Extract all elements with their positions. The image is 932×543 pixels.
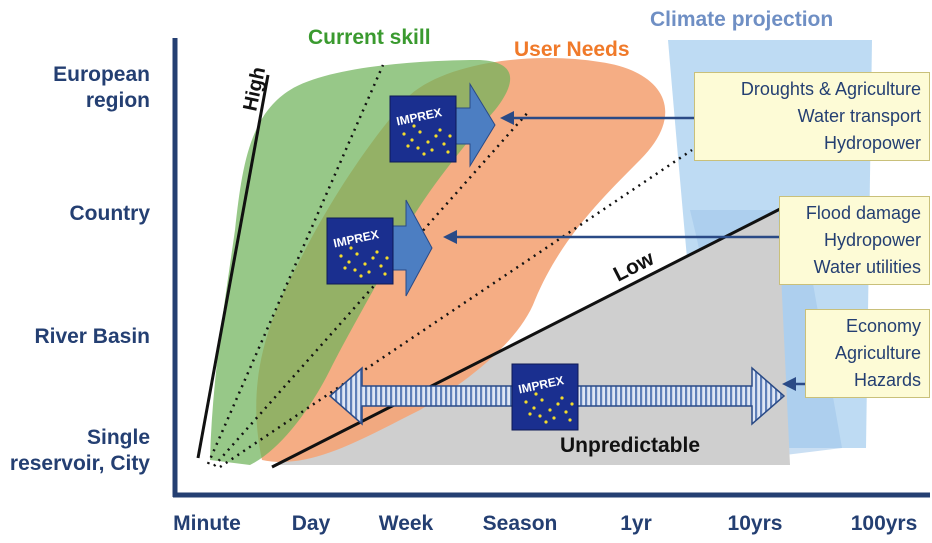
y-label-river-basin: River Basin — [34, 325, 150, 348]
climate-projection-heading: Climate projection — [650, 8, 834, 31]
imprex-logo: IMPREX — [326, 217, 394, 285]
y-label-european-region: European region — [53, 63, 150, 112]
y-label-country: Country — [69, 202, 151, 225]
user-needs-region — [256, 58, 666, 462]
x-label-season: Season — [482, 512, 558, 535]
x-label-1yr: 1yr — [620, 512, 652, 535]
box-pointer-arrows — [443, 111, 806, 391]
sector-box-line: Hydropower — [823, 133, 921, 153]
dotted-line-steep — [206, 64, 385, 465]
sector-box-droughts: Droughts & Agriculture Water transport H… — [694, 72, 930, 161]
x-label-minute: Minute — [173, 512, 241, 535]
high-label: High — [239, 65, 270, 113]
y-label-single-reservoir: Single reservoir, City — [9, 426, 150, 475]
sector-box-line: Economy — [845, 316, 921, 336]
sector-box-economy: Economy Agriculture Hazards — [805, 309, 930, 398]
high-line — [196, 74, 270, 459]
x-label-week: Week — [378, 512, 434, 535]
sector-box-line: Flood damage — [805, 203, 921, 223]
dotted-line-middle — [213, 109, 531, 467]
sector-box-line: Hazards — [853, 370, 921, 390]
imprex-logo: IMPREX — [389, 95, 457, 163]
sector-box-line: Water utilities — [813, 257, 921, 277]
low-line — [271, 206, 783, 469]
sector-box-flood: Flood damage Hydropower Water utilities — [779, 196, 930, 285]
sector-box-line: Hydropower — [823, 230, 921, 250]
sector-box-line: Droughts & Agriculture — [740, 79, 921, 99]
imprex-logos: IMPREX IMPREX IMPREX — [326, 95, 579, 431]
sector-box-line: Agriculture — [834, 343, 921, 363]
sector-box-line: Water transport — [797, 106, 921, 126]
x-label-day: Day — [291, 512, 331, 535]
imprex-logo: IMPREX — [511, 363, 579, 431]
x-label-10yrs: 10yrs — [727, 512, 783, 535]
unpredictable-label: Unpredictable — [560, 434, 700, 457]
user-needs-heading: User Needs — [514, 38, 630, 61]
x-label-100yrs: 100yrs — [850, 512, 918, 535]
current-skill-heading: Current skill — [308, 26, 431, 49]
